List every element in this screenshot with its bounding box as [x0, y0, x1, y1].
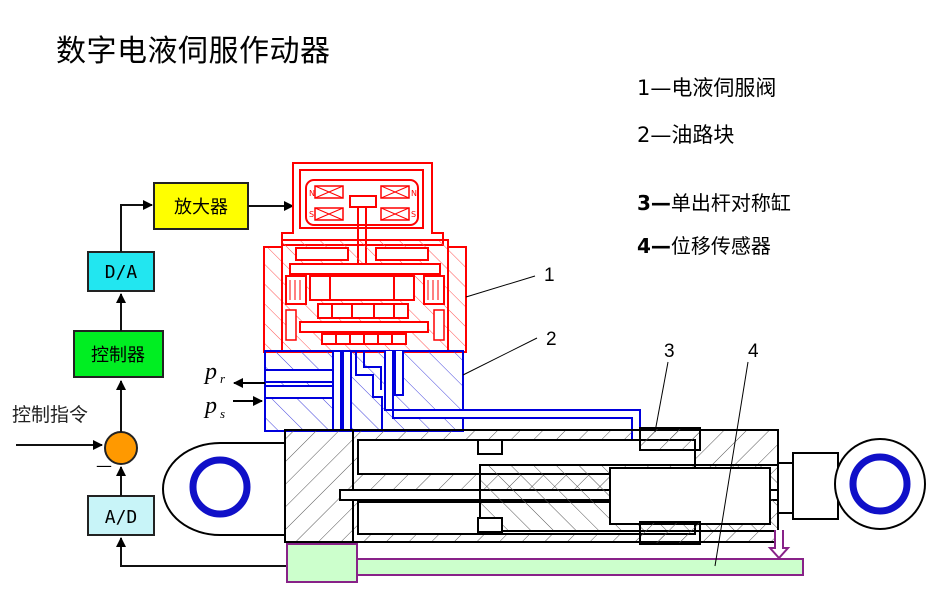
callout-3: 3 [664, 341, 675, 362]
callouts [462, 275, 749, 567]
legend-number: 3 [637, 191, 651, 215]
signal-lines [16, 200, 294, 567]
callout-4: 4 [748, 341, 759, 362]
minus-sign: — [96, 456, 112, 475]
right-pin-ring [849, 453, 911, 515]
oil-block [264, 350, 641, 441]
control-command-label: 控制指令 [12, 404, 88, 426]
svg-text:N: N [309, 189, 315, 198]
svg-text:r: r [220, 371, 226, 386]
legend-number: 4 [637, 234, 651, 258]
port-supply: p s [203, 393, 263, 421]
svg-text:N: N [411, 189, 417, 198]
controller-block: 控制器 [73, 330, 164, 378]
displacement-sensor [286, 530, 804, 583]
ad-block: A/D [87, 495, 155, 536]
legend-label: 位移传感器 [670, 234, 771, 258]
da-block: D/A [87, 251, 155, 292]
diagram-title: 数字电液伺服作动器 [56, 34, 331, 69]
legend-label: 电液伺服阀 [671, 76, 777, 100]
servo-valve: N N S S [263, 162, 467, 353]
legend-label: 油路块 [671, 123, 735, 147]
da-to-amplifier-arrow [120, 200, 153, 252]
cylinder [162, 427, 926, 545]
legend-number: 2 [637, 123, 651, 147]
legend-number: 1 [637, 76, 651, 100]
callout-2: 2 [546, 329, 557, 350]
feedback-arrow [116, 537, 288, 567]
svg-text:p: p [203, 393, 217, 419]
controller-label: 控制器 [91, 345, 145, 366]
left-pin-ring [189, 456, 251, 518]
da-label: D/A [105, 262, 138, 283]
legend-item-sensor: 4—位移传感器 [637, 234, 771, 258]
legend-item-servo-valve: 1—电液伺服阀 [637, 76, 777, 100]
ad-label: A/D [105, 507, 138, 528]
callout-1: 1 [544, 265, 555, 286]
svg-text:S: S [309, 210, 314, 219]
svg-text:p: p [203, 359, 217, 385]
legend-label: 单出杆对称缸 [670, 191, 791, 215]
legend-item-oil-block: 2—油路块 [637, 123, 735, 147]
amplifier-block: 放大器 [153, 182, 249, 230]
port-return: p r [203, 359, 265, 388]
svg-text:s: s [220, 406, 225, 421]
legend-item-cylinder: 3—单出杆对称缸 [637, 191, 791, 215]
svg-text:S: S [411, 210, 416, 219]
amplifier-label: 放大器 [174, 197, 228, 218]
